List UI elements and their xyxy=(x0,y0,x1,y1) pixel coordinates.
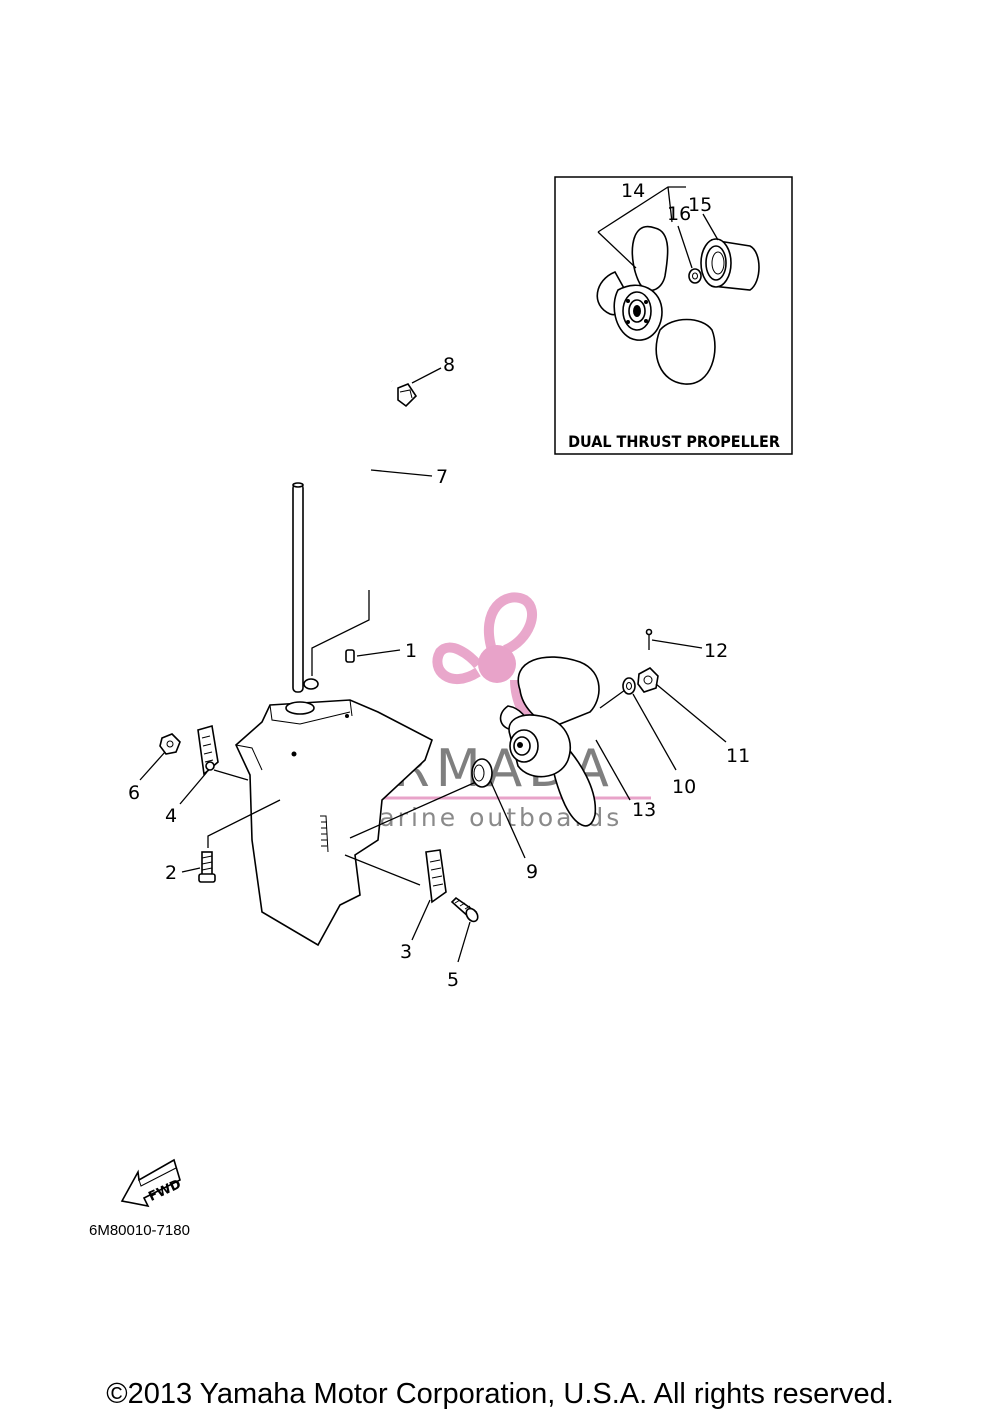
callout-9: 9 xyxy=(526,861,538,883)
callout-11: 11 xyxy=(726,745,750,767)
part-screw: 5 xyxy=(447,896,479,991)
callout-12: 12 xyxy=(704,640,728,662)
part-propeller: 13 xyxy=(499,656,656,827)
part-thrust-washer: 9 xyxy=(349,758,538,883)
callout-10: 10 xyxy=(672,776,696,798)
part-grommet: 8 xyxy=(397,354,455,408)
callout-14: 14 xyxy=(621,180,645,202)
part-anode-left: 4 xyxy=(165,724,249,827)
fwd-arrow-icon: FWD xyxy=(120,1158,184,1208)
callout-15: 15 xyxy=(688,194,712,216)
callout-5: 5 xyxy=(447,969,459,991)
part-water-pipe: 7 xyxy=(311,373,448,676)
callout-8: 8 xyxy=(443,354,455,376)
callout-2: 2 xyxy=(165,862,177,884)
inset-washer xyxy=(688,268,702,284)
callout-3: 3 xyxy=(400,941,412,963)
copyright-notice: ©2013 Yamaha Motor Corporation, U.S.A. A… xyxy=(106,1378,894,1410)
part-dowel-pin: 1 xyxy=(345,640,417,663)
part-bolt-2: 2 xyxy=(165,799,281,884)
inset-dual-thrust: 14 16 15 DUAL THRUST PROPELLER xyxy=(554,176,793,455)
inset-propeller xyxy=(596,225,716,385)
callout-7: 7 xyxy=(436,466,448,488)
part-washer: 10 xyxy=(599,677,696,798)
housing-anode-slot xyxy=(320,815,329,853)
part-nut: 6 xyxy=(128,733,181,804)
lower-unit-housing xyxy=(235,482,433,947)
callout-6: 6 xyxy=(128,782,140,804)
watermark-hub xyxy=(478,645,516,683)
part-anode-right: 3 xyxy=(344,849,447,963)
part-castle-nut: 11 xyxy=(637,667,750,767)
part-cotter-pin: 12 xyxy=(645,628,728,662)
callout-1: 1 xyxy=(405,640,417,662)
inset-title: DUAL THRUST PROPELLER xyxy=(568,432,780,451)
callout-13: 13 xyxy=(632,799,656,821)
callout-4: 4 xyxy=(165,805,177,827)
callout-16: 16 xyxy=(667,203,691,225)
diagram-part-code: 6M80010-7180 xyxy=(89,1222,190,1239)
inset-cap xyxy=(700,238,760,291)
